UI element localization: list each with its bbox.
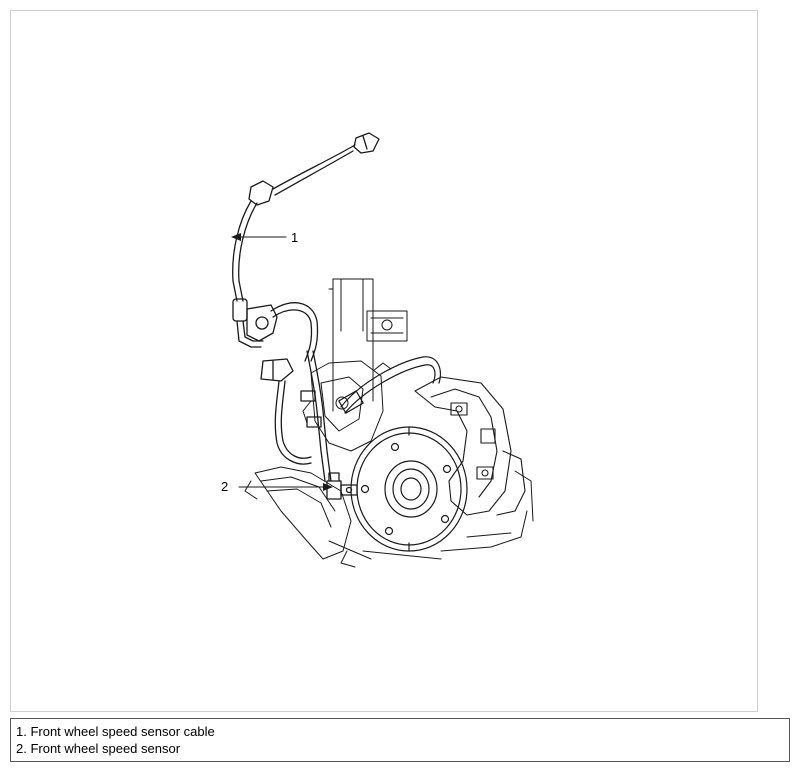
legend-item-sensor-cable: 1. Front wheel speed sensor cable	[16, 724, 215, 739]
legend-item-sensor: 2. Front wheel speed sensor	[16, 741, 181, 756]
sensor-cable	[232, 132, 380, 482]
figure-frame: 1 2	[10, 10, 758, 712]
lower-arm	[244, 466, 534, 568]
strut-assembly	[328, 278, 408, 412]
callout-2-label: 2	[221, 479, 228, 494]
steering-knuckle	[302, 360, 392, 452]
callout-leaders	[234, 236, 328, 488]
callout-1-arrowhead	[231, 233, 241, 241]
legend-box: 1. Front wheel speed sensor cable 2. Fro…	[10, 718, 790, 762]
callout-1-label: 1	[291, 230, 298, 245]
wheel-speed-sensor	[326, 472, 358, 500]
wheel-speed-sensor-illustration: 1 2	[221, 132, 534, 568]
brake-hose	[338, 356, 442, 414]
brake-caliper	[414, 376, 526, 516]
callout-2-arrowhead	[323, 483, 333, 491]
